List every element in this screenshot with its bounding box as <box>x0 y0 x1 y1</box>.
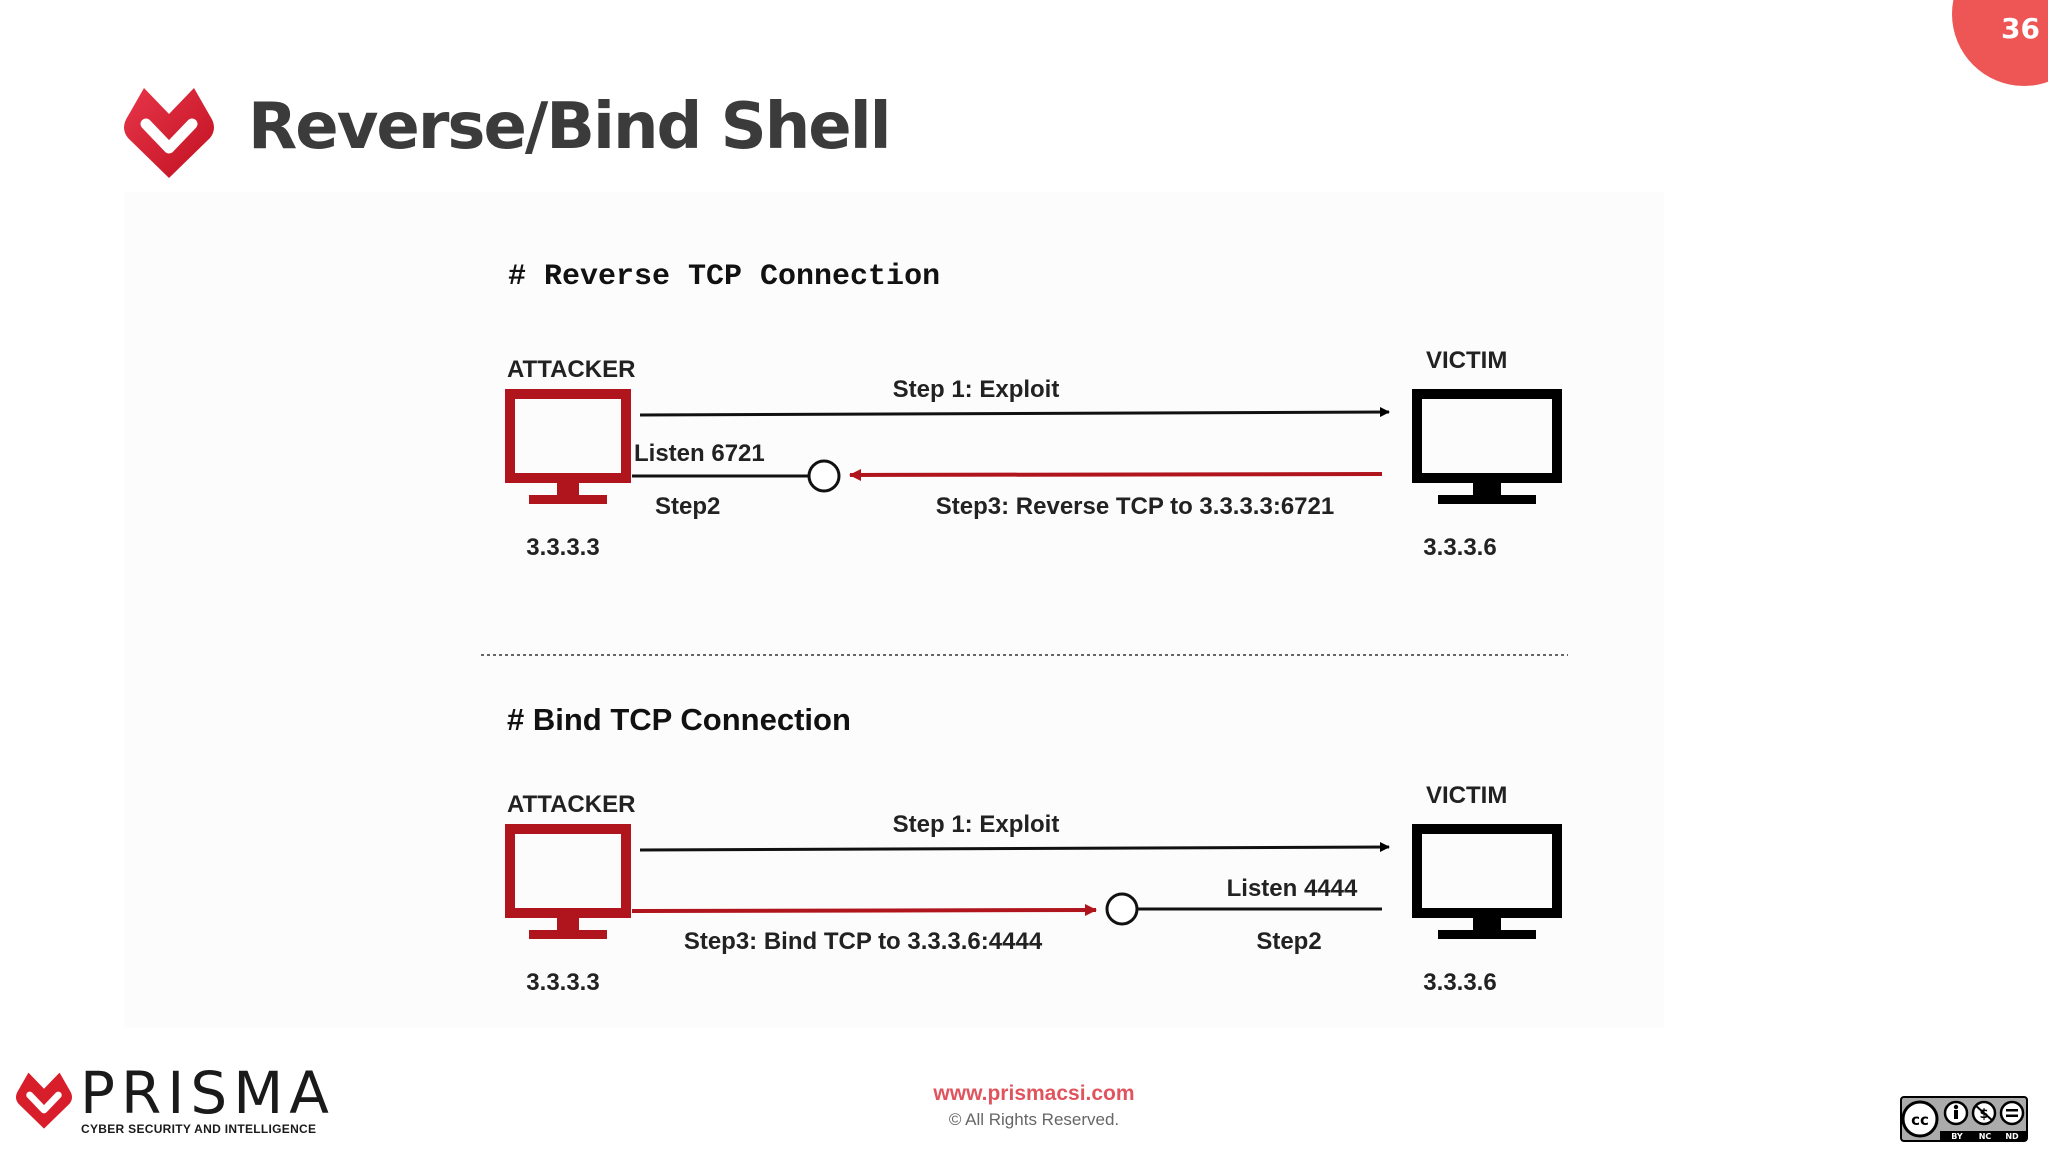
bind-step3-arrow <box>631 904 1097 917</box>
footer-logo-icon <box>16 1072 72 1129</box>
bind-listen-label: Listen 4444 <box>1227 875 1358 902</box>
reverse-attacker-monitor-icon <box>505 389 631 504</box>
reverse-step1-label: Step 1: Exploit <box>893 376 1060 403</box>
bind-step3-label: Step3: Bind TCP to 3.3.3.6:4444 <box>684 928 1043 955</box>
reverse-step3-arrow <box>849 468 1383 481</box>
bind-heading: # Bind TCP Connection <box>507 702 851 737</box>
reverse-listen-label: Listen 6721 <box>634 440 765 467</box>
license-by-label: BY <box>1951 1132 1963 1141</box>
reverse-step1-arrow <box>639 407 1390 418</box>
bind-listen-port-icon <box>1105 892 1139 926</box>
footer-url-link[interactable]: www.prismacsi.com <box>933 1082 1135 1105</box>
reverse-attacker-ip: 3.3.3.3 <box>526 534 599 561</box>
reverse-victim-ip: 3.3.3.6 <box>1423 534 1496 561</box>
slide-title: Reverse/Bind Shell <box>248 90 892 164</box>
svg-text:$: $ <box>1979 1107 1988 1122</box>
footer-copyright: © All Rights Reserved. <box>948 1110 1120 1129</box>
reverse-heading: # Reverse TCP Connection <box>508 260 940 294</box>
bind-victim-monitor-icon <box>1412 824 1562 939</box>
brand-name: PRISMA <box>80 1059 335 1127</box>
reverse-attacker-label: ATTACKER <box>507 356 635 383</box>
license-nc-label: NC <box>1979 1132 1992 1141</box>
bind-victim-ip: 3.3.3.6 <box>1423 969 1496 996</box>
bind-step2-label: Step2 <box>1256 928 1321 955</box>
diagram-panel: # Reverse TCP Connection ATTACKER VICTIM… <box>124 192 1664 1028</box>
reverse-step2-label: Step2 <box>655 493 720 520</box>
bind-step1-label: Step 1: Exploit <box>893 811 1060 838</box>
reverse-victim-monitor-icon <box>1412 389 1562 504</box>
bind-step1-arrow <box>639 842 1390 853</box>
reverse-victim-label: VICTIM <box>1426 347 1507 374</box>
bind-attacker-ip: 3.3.3.3 <box>526 969 599 996</box>
svg-text:cc: cc <box>1911 1111 1929 1129</box>
shell-diagram: # Reverse TCP Connection ATTACKER VICTIM… <box>481 260 1568 996</box>
brand-tagline: CYBER SECURITY AND INTELLIGENCE <box>81 1122 317 1136</box>
bind-victim-label: VICTIM <box>1426 782 1507 809</box>
bind-attacker-monitor-icon <box>505 824 631 939</box>
reverse-step3-label: Step3: Reverse TCP to 3.3.3.3:6721 <box>936 493 1334 520</box>
bind-attacker-label: ATTACKER <box>507 791 635 818</box>
page-number: 36 <box>2001 12 2040 45</box>
license-nd-label: ND <box>2005 1132 2019 1141</box>
cc-by-nc-nd-icon: cc $ BY NC ND <box>1900 1096 2028 1142</box>
reverse-listen-port-icon <box>807 459 841 493</box>
prisma-logo-icon <box>124 88 214 178</box>
